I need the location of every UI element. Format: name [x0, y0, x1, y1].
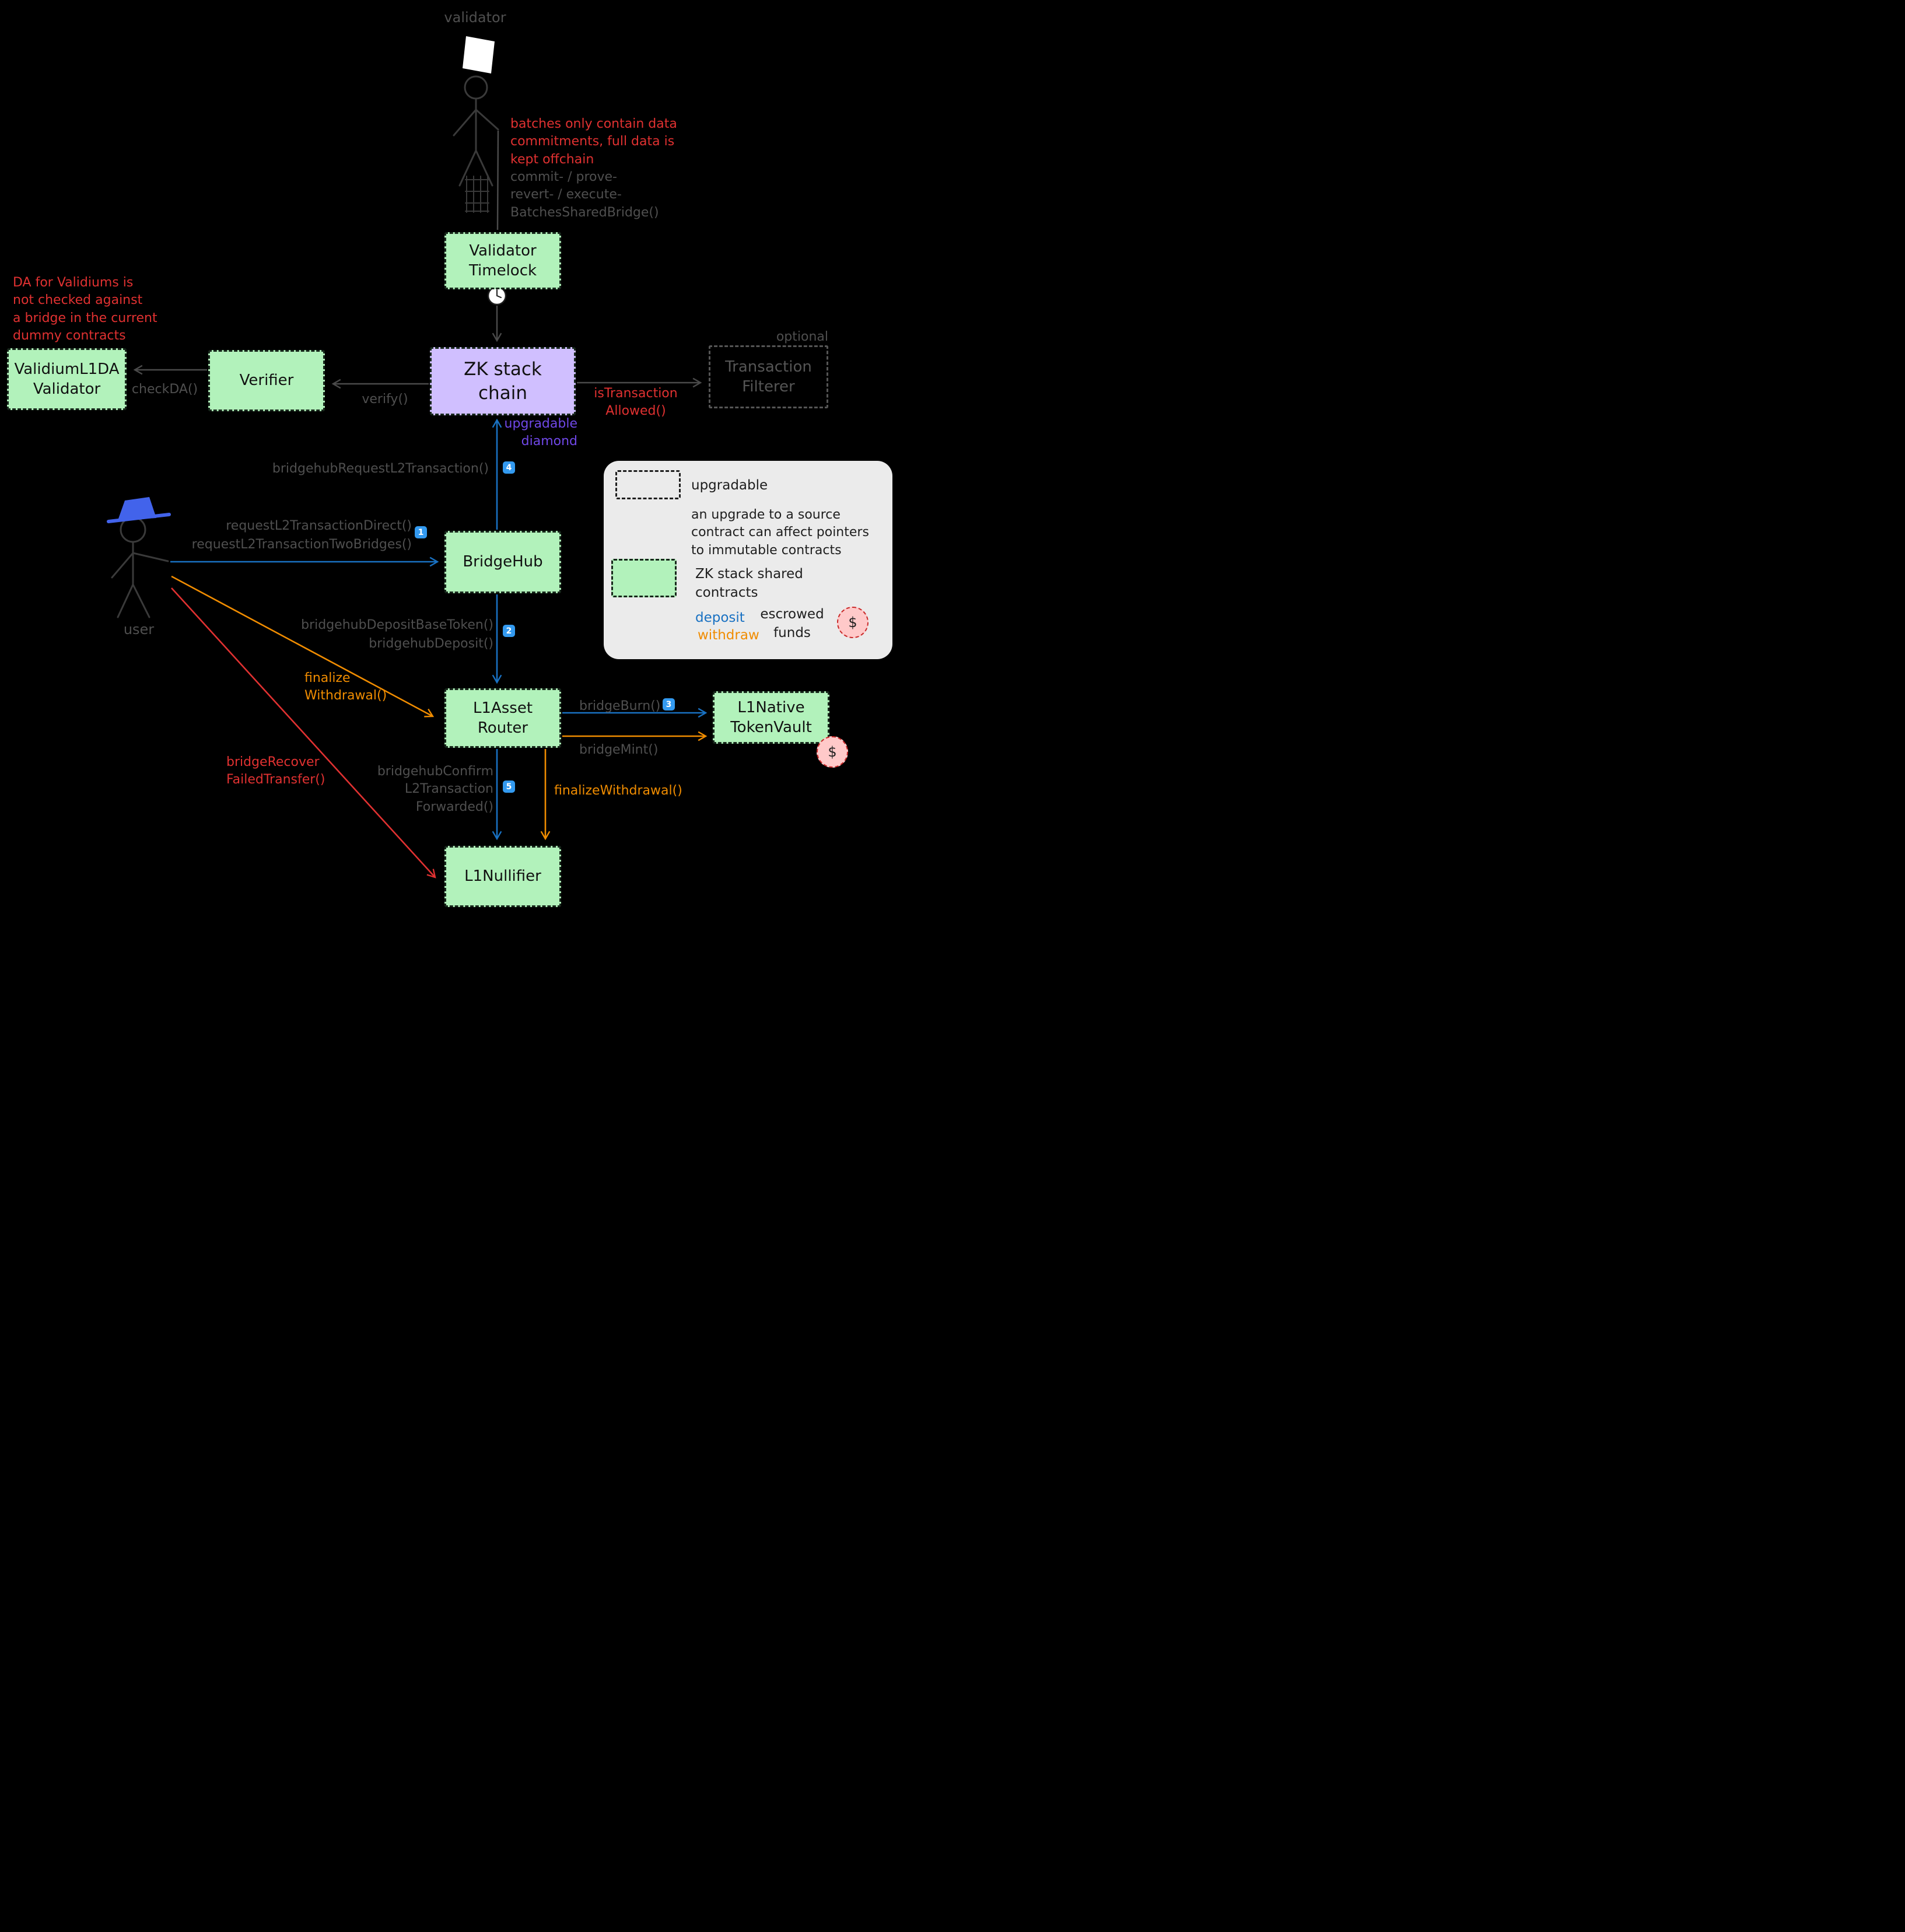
edge-label-deposit-base-token: bridgehubDepositBaseToken() — [301, 618, 493, 632]
note-line: DA for Validiums is — [13, 275, 134, 290]
legend-deposit-label: deposit — [695, 610, 745, 625]
step-badge-1: 1 — [415, 526, 427, 538]
node-zk-stack-chain: ZK stack chain — [430, 347, 576, 415]
node-verifier: Verifier — [208, 350, 325, 411]
note-line: diamond — [521, 434, 577, 449]
node-label-line: Timelock — [468, 262, 537, 279]
clock-icon — [487, 286, 507, 306]
batch-grid-icon — [465, 176, 489, 213]
edge-label-bridgehub-confirm: bridgehubConfirm L2Transaction Forwarded… — [377, 763, 493, 816]
user-figure — [107, 497, 171, 618]
node-transaction-filterer: Transaction Filterer — [709, 345, 828, 408]
legend-withdraw-label: withdraw — [698, 628, 759, 643]
note-line: contract can affect pointers — [691, 525, 869, 540]
node-label-line: TokenVault — [730, 719, 812, 736]
note-line: contracts — [695, 584, 758, 600]
note-line: escrowed — [760, 607, 824, 622]
note-line: a bridge in the current — [13, 310, 157, 326]
note-line: BatchesSharedBridge() — [510, 205, 659, 220]
note-line: finalize — [304, 671, 351, 685]
user-cap-brim — [107, 513, 171, 523]
node-label-line: L1Nullifier — [464, 867, 541, 886]
note-line: Allowed() — [605, 404, 666, 419]
legend-upgrade-note: an upgrade to a source contract can affe… — [691, 506, 869, 559]
note-line: ZK stack shared — [695, 566, 803, 582]
validator-actor-label: validator — [444, 9, 506, 26]
node-l1-nullifier: L1Nullifier — [444, 846, 561, 907]
node-bridgehub: BridgeHub — [444, 531, 561, 593]
note-line: funds — [773, 625, 811, 640]
legend-shared-sample — [611, 559, 677, 597]
node-label-line: L1Native — [737, 698, 805, 716]
step-badge-4: 4 — [503, 461, 515, 474]
user-cap-icon — [118, 497, 156, 520]
arrow-user-to-nullifier-recover — [171, 587, 436, 878]
node-label-line: Transaction — [725, 358, 812, 376]
batch-calls-label: commit- / prove- revert- / execute- Batc… — [510, 169, 659, 222]
flag-icon — [463, 36, 495, 74]
legend-shared-contracts-label: ZK stack shared contracts — [695, 565, 803, 602]
legend-escrowed-dollar-icon: $ — [837, 607, 869, 638]
edge-label-request-two-bridges: requestL2TransactionTwoBridges() — [191, 537, 412, 552]
node-label-line: chain — [478, 382, 527, 404]
note-line: an upgrade to a source — [691, 508, 841, 522]
upgradable-diamond-note: upgradable diamond — [500, 415, 577, 451]
node-validator-timelock: Validator Timelock — [444, 232, 561, 289]
edge-label-bridge-burn: bridgeBurn() — [579, 699, 661, 713]
legend-upgradable-label: upgradable — [691, 478, 768, 493]
edge-label-checkda: checkDA() — [131, 382, 198, 397]
note-line: bridgeRecover — [226, 755, 320, 769]
edge-label-finalize-withdrawal-user: finalize Withdrawal() — [304, 670, 387, 705]
legend-escrowed-funds-label: escrowed funds — [759, 606, 825, 642]
node-label-line: Verifier — [239, 372, 294, 390]
note-line: commit- / prove- — [510, 170, 617, 184]
node-label-line: Filterer — [742, 378, 795, 396]
note-line: revert- / execute- — [510, 187, 622, 202]
node-validium-l1da-validator: ValidiumL1DA Validator — [7, 348, 127, 410]
note-line: dummy contracts — [13, 328, 126, 344]
note-line: Forwarded() — [415, 799, 493, 814]
edge-label-bridgehub-deposit: bridgehubDeposit() — [369, 636, 493, 651]
step-badge-2: 2 — [503, 625, 515, 637]
arrow-user-to-assetrouter-withdraw — [171, 575, 435, 718]
da-note: DA for Validiums is not checked against … — [13, 274, 157, 345]
note-line: FailedTransfer() — [226, 772, 325, 788]
node-label-line: Validator — [33, 380, 101, 398]
note-line: kept offchain — [510, 152, 594, 167]
edge-label-bridgehub-request: bridgehubRequestL2Transaction() — [272, 461, 489, 476]
note-line: Withdrawal() — [304, 688, 387, 704]
node-label-line: BridgeHub — [463, 553, 543, 571]
optional-tag: optional — [776, 330, 828, 344]
note-line: bridgehubConfirm — [377, 764, 493, 779]
node-label-line: Router — [477, 719, 528, 737]
node-l1-asset-router: L1Asset Router — [444, 688, 561, 748]
edge-label-bridge-recover: bridgeRecover FailedTransfer() — [226, 754, 325, 789]
user-actor-label: user — [123, 621, 155, 638]
node-label-line: L1Asset — [472, 699, 533, 717]
validator-figure — [453, 36, 499, 213]
edge-label-finalize-withdrawal: finalizeWithdrawal() — [554, 783, 682, 798]
vault-escrowed-dollar-icon: $ — [817, 736, 848, 768]
legend-upgradable-sample — [615, 470, 681, 499]
edge-label-verify: verify() — [362, 392, 408, 407]
node-label-line: ValidiumL1DA — [14, 360, 120, 378]
edge-label-is-transaction-allowed: isTransaction Allowed() — [583, 385, 688, 421]
node-label-line: Validator — [469, 242, 537, 260]
note-line: L2Transaction — [404, 782, 493, 797]
node-label-line: ZK stack — [464, 358, 542, 380]
step-badge-5: 5 — [503, 780, 515, 793]
node-l1-native-token-vault: L1Native TokenVault — [713, 691, 829, 744]
note-line: commitments, full data is — [510, 134, 675, 149]
batches-note: batches only contain data commitments, f… — [510, 116, 677, 169]
diagram-canvas: Validator Timelock ZK stack chain Verifi… — [0, 0, 952, 966]
note-line: upgradable — [504, 416, 577, 431]
note-line: batches only contain data — [510, 117, 677, 131]
edge-label-bridge-mint: bridgeMint() — [579, 743, 659, 757]
edge-label-request-direct: requestL2TransactionDirect() — [226, 519, 412, 533]
note-line: isTransaction — [594, 386, 678, 401]
step-badge-3: 3 — [663, 698, 675, 710]
note-line: to immutable contracts — [691, 542, 842, 558]
validator-head — [464, 75, 488, 100]
note-line: not checked against — [13, 293, 143, 308]
